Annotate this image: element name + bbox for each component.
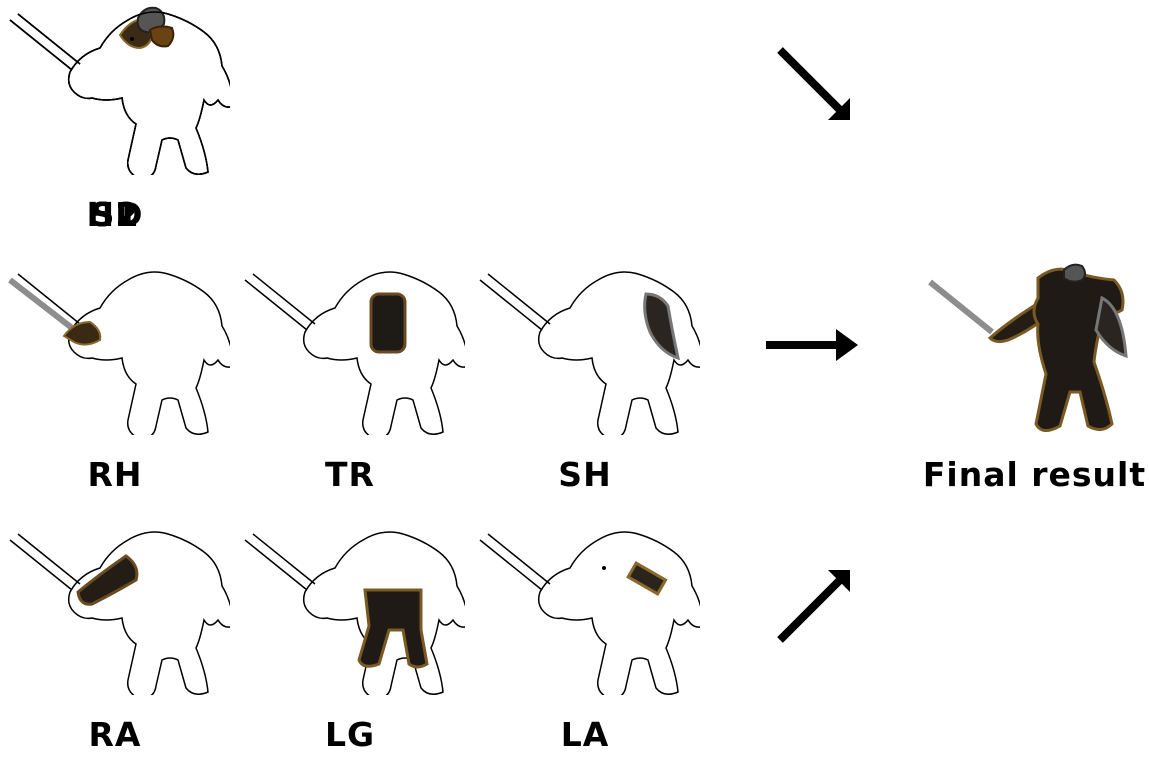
arrow-right-icon bbox=[766, 329, 858, 361]
final-result: Final result bbox=[920, 260, 1149, 510]
part-ra: RA bbox=[0, 520, 230, 770]
part-label: RH bbox=[87, 455, 143, 494]
part-s2: S2 bbox=[0, 0, 230, 250]
part-sh: SH bbox=[470, 260, 700, 510]
piece-left-arm bbox=[602, 561, 668, 596]
part-label: RA bbox=[88, 715, 142, 754]
arrow-down-right-icon bbox=[777, 47, 850, 120]
part-label: TR bbox=[325, 455, 375, 494]
outline-figure-sh bbox=[479, 271, 700, 435]
outline-figure-ra bbox=[9, 531, 230, 695]
part-label: S1 bbox=[90, 195, 140, 234]
part-tr: TR bbox=[235, 260, 465, 510]
piece-right-hand-sword bbox=[8, 277, 102, 346]
part-label: LG bbox=[324, 715, 376, 754]
outline-figure-lg bbox=[244, 531, 465, 695]
part-label: SH bbox=[558, 455, 612, 494]
outline-figure-rh bbox=[8, 271, 230, 435]
final-figure bbox=[928, 263, 1128, 432]
part-label: S2 bbox=[90, 195, 140, 234]
part-lg: LG bbox=[235, 520, 465, 770]
piece-torso bbox=[369, 292, 407, 354]
outline-figure-la bbox=[479, 531, 700, 695]
outline-figure-tr bbox=[244, 271, 465, 435]
piece-legs bbox=[357, 588, 429, 669]
part-label: LA bbox=[560, 715, 610, 754]
final-label: Final result bbox=[922, 455, 1147, 494]
outline-figure-s2 bbox=[9, 11, 230, 175]
piece-shoulder-right bbox=[130, 25, 175, 48]
piece-right-arm bbox=[76, 554, 139, 606]
piece-shield bbox=[643, 292, 681, 361]
part-label: HD bbox=[86, 195, 144, 234]
part-rh: RH bbox=[0, 260, 230, 510]
part-la: LA bbox=[470, 520, 700, 770]
arrow-up-right-icon bbox=[777, 570, 850, 643]
